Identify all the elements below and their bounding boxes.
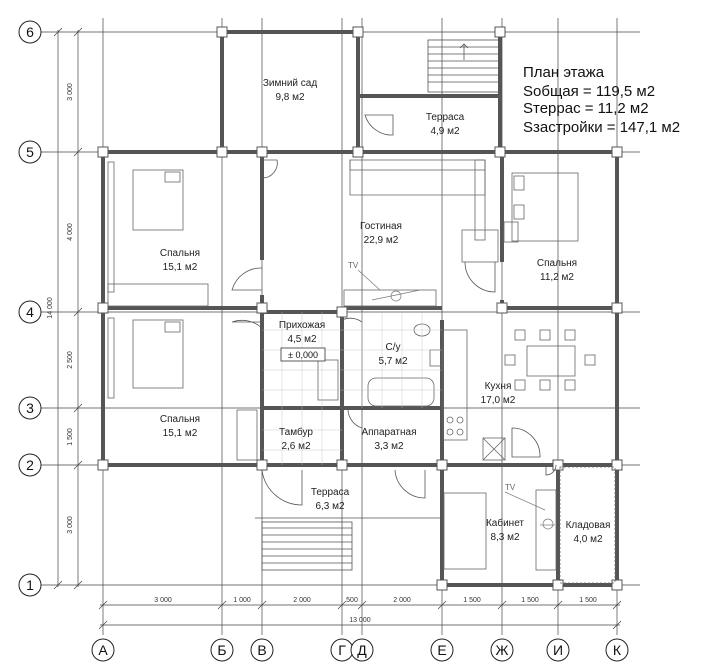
doors [231, 114, 557, 506]
room-terrace-top-name: Терраса [426, 112, 465, 123]
area-building: Sзастройки = 147,1 м2 [523, 119, 680, 136]
stairs-top [427, 39, 501, 93]
furniture [107, 159, 616, 584]
dim-h-5: 2 000 [393, 597, 411, 604]
bed-icon [511, 172, 579, 242]
axis-col-d: Д [357, 642, 367, 658]
room-hallway-name: Прихожая [279, 320, 325, 331]
room-living-name: Гостиная [360, 221, 402, 232]
title-block: План этажа Sобщая = 119,5 м2 Sтеррас = 1… [523, 64, 680, 136]
room-bedroom-3-name: Спальня [160, 414, 200, 425]
dim-h-6: 1 500 [463, 597, 481, 604]
axis-col-a: А [98, 642, 108, 658]
area-terrace: Sтеррас = 11,2 м2 [523, 100, 649, 117]
tv-markers [357, 269, 555, 530]
room-terrace-bottom-name: Терраса [311, 487, 350, 498]
room-hallway-area: 4,5 м2 [287, 334, 317, 345]
dim-v-3: 2 500 [67, 351, 74, 369]
axis-row-5: 5 [26, 144, 34, 160]
room-terrace-bottom-area: 6,3 м2 [315, 501, 345, 512]
tv-label-office: TV [505, 483, 516, 492]
dim-h-2: 1 000 [233, 597, 251, 604]
dim-h-4: 500 [346, 597, 358, 604]
dimension-horizontal-labels: 3 000 1 000 2 000 500 2 000 1 500 1 500 … [154, 597, 597, 624]
row-axis-labels: 1 2 3 4 5 6 [26, 24, 34, 593]
room-utility-name: Аппаратная [361, 427, 416, 438]
room-office-name: Кабинет [486, 517, 524, 529]
room-storage-name: Кладовая [566, 520, 611, 531]
axis-row-1: 1 [26, 577, 34, 593]
room-storage-area: 4,0 м2 [573, 534, 603, 545]
dimension-horizontal [98, 600, 622, 630]
axis-col-v: В [257, 642, 266, 658]
dim-v-5: 3 000 [67, 83, 74, 101]
col-axis-labels: А Б В Г Д Е Ж И К [98, 642, 622, 658]
room-winter-garden-area: 9,8 м2 [275, 92, 305, 103]
room-bedroom-1-area: 15,1 м2 [163, 262, 198, 273]
room-winter-garden-name: Зимний сад [263, 78, 318, 89]
level-mark-box [280, 347, 326, 362]
room-bathroom-area: 5,7 м2 [378, 356, 408, 367]
axis-col-g: Г [338, 642, 346, 658]
axis-col-b: Б [217, 642, 226, 658]
axis-col-k: К [613, 642, 622, 658]
axis-col-zh: Ж [496, 642, 509, 658]
level-mark: ± 0,000 [288, 350, 318, 360]
axis-row-3: 3 [26, 400, 34, 416]
room-office-area: 8,3 м2 [490, 532, 520, 543]
dimension-vertical-labels: 3 000 1 500 2 500 4 000 3 000 14 000 [47, 83, 74, 534]
room-utility-area: 3,3 м2 [374, 441, 404, 452]
stairs-bottom [255, 517, 440, 571]
room-kitchen-name: Кухня [485, 381, 512, 392]
room-living-area: 22,9 м2 [364, 235, 399, 246]
room-terrace-top-area: 4,9 м2 [430, 126, 460, 137]
tv-label-living: TV [348, 261, 359, 270]
axis-col-i: И [553, 642, 563, 658]
bed-icon [132, 319, 184, 389]
dim-h-1: 3 000 [154, 597, 172, 604]
axis-row-2: 2 [26, 457, 34, 473]
dim-v-4: 4 000 [67, 223, 74, 241]
wall-joints [97, 26, 623, 591]
axis-row-6: 6 [26, 24, 34, 40]
axis-col-e: Е [437, 642, 446, 658]
row-axis-markers [18, 20, 42, 597]
bed-icon [132, 169, 184, 231]
room-bedroom-3-area: 15,1 м2 [163, 428, 198, 439]
room-bedroom-2-area: 11,2 м2 [540, 272, 574, 283]
dim-h-8: 1 500 [579, 597, 597, 604]
room-vestibule-area: 2,6 м2 [281, 441, 311, 452]
room-bathroom-name: С/у [386, 342, 401, 353]
col-axis-markers [91, 638, 629, 662]
dimension-vertical [53, 27, 83, 590]
axis-row-4: 4 [26, 304, 34, 320]
dim-v-total: 14 000 [47, 297, 54, 319]
room-bedroom-1-name: Спальня [160, 248, 200, 259]
tile-hatch [262, 312, 442, 465]
dim-v-2: 1 500 [67, 428, 74, 446]
room-vestibule-name: Тамбур [279, 426, 313, 438]
area-total: Sобщая = 119,5 м2 [523, 83, 655, 100]
dim-h-3: 2 000 [293, 597, 311, 604]
room-bedroom-2-name: Спальня [537, 258, 577, 269]
dim-h-total: 13 000 [349, 617, 371, 624]
room-kitchen-area: 17,0 м2 [481, 395, 516, 406]
room-labels: Зимний сад 9,8 м2 Терраса 4,9 м2 Спальня… [160, 78, 610, 545]
dim-h-7: 1 500 [521, 597, 539, 604]
plan-title: План этажа [523, 64, 605, 81]
dim-v-1: 3 000 [67, 516, 74, 534]
